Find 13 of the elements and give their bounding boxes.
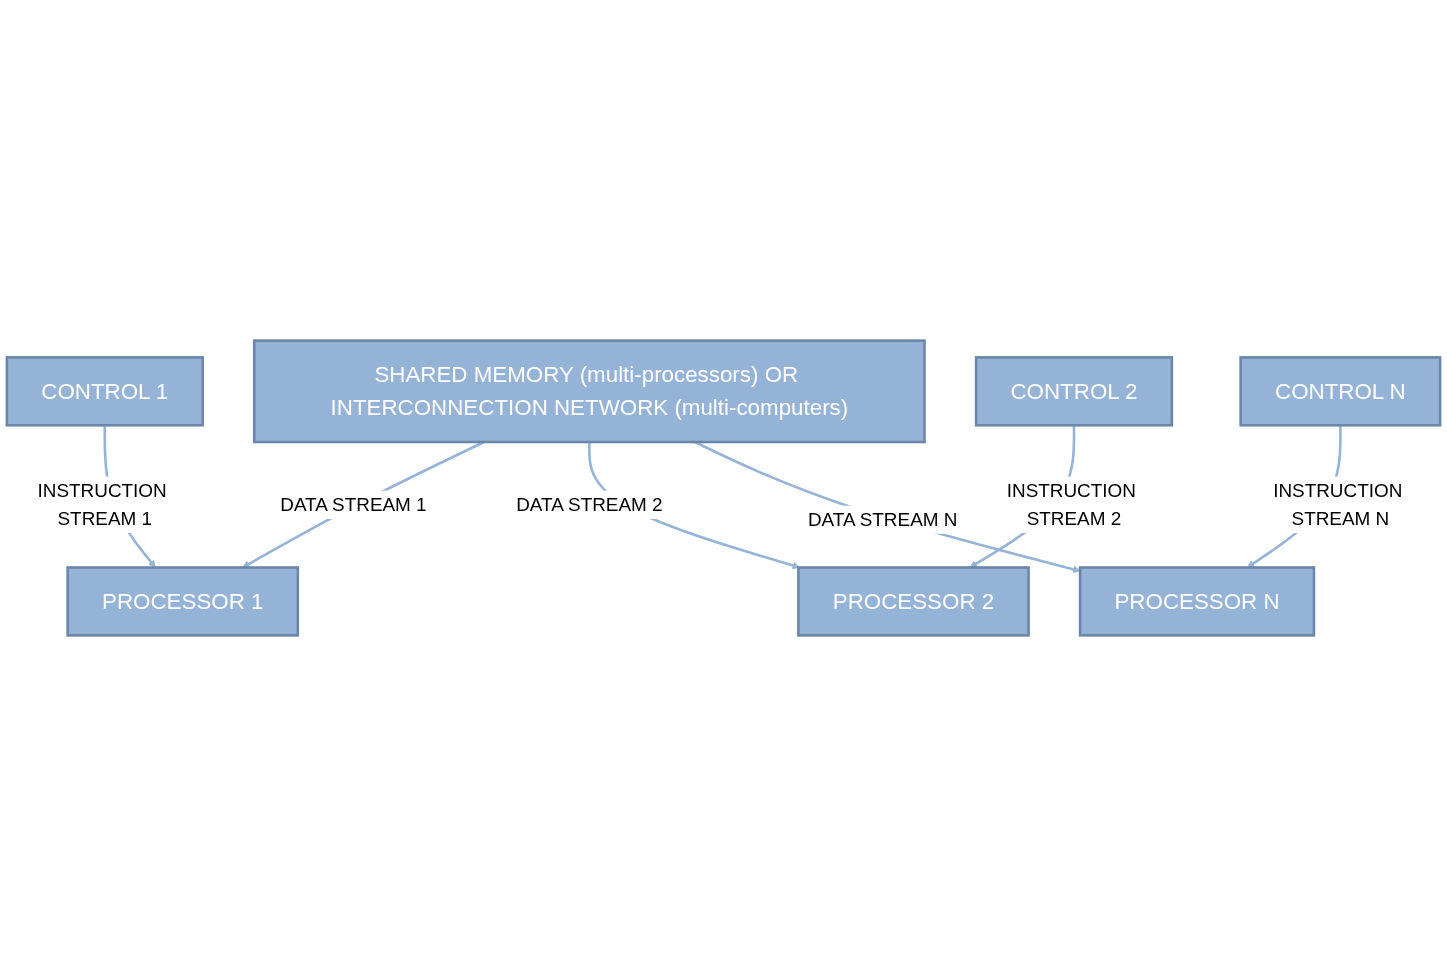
node-box: CONTROL N [1239, 356, 1442, 427]
edge-label: DATA STREAM 2 [516, 494, 663, 516]
edge-label: INSTRUCTION STREAM 1 [37, 479, 167, 530]
edge-label: DATA STREAM N [807, 508, 958, 531]
edge-label: DATA STREAM 1 [280, 494, 427, 516]
node-box: CONTROL 1 [5, 356, 204, 427]
node-box: PROCESSOR 2 [797, 566, 1030, 637]
node-box: CONTROL 2 [974, 356, 1174, 427]
node-box: PROCESSOR 1 [66, 566, 300, 637]
node-box: PROCESSOR N [1078, 566, 1316, 637]
node-box: SHARED MEMORY (multi-processors) OR INTERCONNECTION NETWORK (multi-computers) [252, 339, 926, 444]
edge-label: INSTRUCTION STREAM N [1273, 479, 1403, 530]
edge-label: INSTRUCTION STREAM 2 [1006, 479, 1136, 530]
